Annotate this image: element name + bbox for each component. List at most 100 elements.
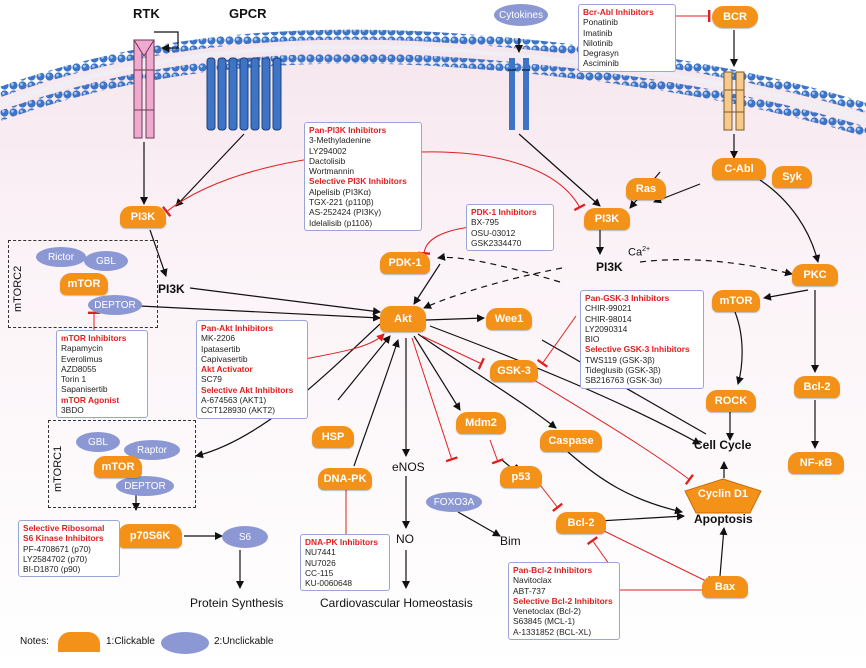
cabl-node[interactable]: C-Abl: [712, 158, 766, 180]
mdm2-node[interactable]: Mdm2: [456, 412, 506, 434]
pkc-node[interactable]: PKC: [792, 264, 838, 286]
bcl2-right-node[interactable]: Bcl-2: [794, 376, 840, 398]
pentagon-shape: [684, 478, 762, 514]
drug-item: Ipatasertib: [201, 343, 241, 354]
drug-item: Everolimus: [61, 353, 103, 364]
cytokine-receptor: [508, 38, 530, 130]
gsk3-node[interactable]: GSK-3: [490, 360, 538, 382]
box-subtitle: mTOR Agonist: [61, 394, 120, 405]
drug-item: KU-0060648: [305, 578, 353, 589]
drug-item: CHIR-99021: [585, 303, 632, 314]
legend-clickable: 1:Clickable: [106, 636, 155, 647]
box-title: DNA-PK Inhibitors: [305, 537, 379, 547]
gsk3-inhibitors-box[interactable]: Pan-GSK-3 Inhibitors CHIR-99021 CHIR-980…: [580, 290, 704, 389]
p53-node[interactable]: p53: [500, 466, 542, 488]
box-title: PDK-1 Inhibitors: [471, 207, 537, 217]
drug-item: Rapamycin: [61, 343, 103, 354]
drug-item: 3BDO: [61, 405, 84, 416]
drug-item: NU7441: [305, 547, 336, 558]
wee1-node[interactable]: Wee1: [486, 308, 532, 330]
drug-item: ABT-737: [513, 585, 546, 596]
drug-item: OSU-03012: [471, 227, 516, 238]
hsp-node[interactable]: HSP: [312, 426, 354, 448]
foxo3a-node: FOXO3A: [426, 492, 482, 512]
box-title: Selective Ribosomal S6 Kinase Inhibitors: [23, 523, 105, 544]
drug-item: GSK2334470: [471, 237, 522, 248]
cyclin-d1-node[interactable]: Cyclin D1: [684, 478, 762, 514]
mtorc2-label: mTORC2: [12, 265, 24, 312]
rtk-label: RTK: [133, 6, 160, 21]
gbl-node-c1: GBL: [76, 432, 120, 452]
drug-item: Capivasertib: [201, 353, 248, 364]
drug-item: Alpelisib (PI3Kα): [309, 186, 372, 197]
drug-item: AZD8055: [61, 363, 97, 374]
mtor-c2-node[interactable]: mTOR: [60, 273, 108, 295]
bcl2-inhibitors-box[interactable]: Pan-Bcl-2 Inhibitors Navitoclax ABT-737 …: [508, 562, 620, 641]
syk-node[interactable]: Syk: [772, 166, 812, 188]
s6k-inhibitors-box[interactable]: Selective Ribosomal S6 Kinase Inhibitors…: [18, 520, 120, 578]
bax-node[interactable]: Bax: [702, 576, 748, 598]
deptor-node-c2: DEPTOR: [88, 295, 142, 315]
rtk-receptor: [133, 31, 179, 139]
box-title: mTOR Inhibitors: [61, 333, 127, 343]
drug-item: NU7026: [305, 557, 336, 568]
pdk1-node[interactable]: PDK-1: [380, 252, 430, 274]
pi3k-left-node[interactable]: PI3K: [120, 206, 166, 228]
no-label: NO: [396, 532, 414, 546]
drug-item: Nilotinib: [583, 37, 613, 48]
drug-item: CC-115: [305, 567, 334, 578]
drug-item: TWS119 (GSK-3β): [585, 354, 655, 365]
bcr-abl-inhibitors-box[interactable]: Bcr-Abl Inhibitors Ponatinib Imatinib Ni…: [578, 4, 676, 72]
pi3k-mid-right-label: PI3K: [596, 260, 623, 274]
dnapk-inhibitors-box[interactable]: DNA-PK Inhibitors NU7441 NU7026 CC-115 K…: [300, 534, 390, 592]
rock-node[interactable]: ROCK: [706, 390, 756, 412]
pi3k-inhibitors-box[interactable]: Pan-PI3K Inhibitors 3-Methyladenine LY29…: [304, 122, 422, 231]
gbl-node-c2: GBL: [84, 251, 128, 271]
box-subtitle: Akt Activator: [201, 364, 253, 375]
ras-node[interactable]: Ras: [626, 178, 666, 200]
drug-item: Torin 1: [61, 374, 87, 385]
box-subtitle: Selective Bcl-2 Inhibitors: [513, 595, 613, 606]
akt-node[interactable]: Akt: [380, 306, 426, 332]
cell-cycle-label: Cell Cycle: [694, 438, 752, 452]
drug-item: Asciminib: [583, 58, 619, 69]
mtor-c1-node[interactable]: mTOR: [94, 456, 142, 478]
drug-item: CHIR-98014: [585, 313, 632, 324]
drug-item: TGX-221 (p110β): [309, 197, 374, 208]
bcr-node[interactable]: BCR: [712, 6, 758, 28]
mtor-inhibitors-box[interactable]: mTOR Inhibitors Rapamycin Everolimus AZD…: [56, 330, 148, 419]
enos-label: eNOS: [392, 460, 425, 474]
drug-item: SC79: [201, 374, 222, 385]
bcl2-mid-node[interactable]: Bcl-2: [556, 512, 606, 534]
drug-item: Wortmannin: [309, 166, 354, 177]
box-title: Pan-Akt Inhibitors: [201, 323, 274, 333]
akt-inhibitors-box[interactable]: Pan-Akt Inhibitors MK-2206 Ipatasertib C…: [196, 320, 308, 419]
box-title: Pan-PI3K Inhibitors: [309, 125, 387, 135]
cytokines-node: Cytokines: [494, 4, 548, 26]
drug-item: Idelalisib (p110δ): [309, 217, 373, 228]
drug-item: CCT128930 (AKT2): [201, 405, 276, 416]
calcium-text: Ca: [628, 246, 643, 259]
bcr-receptor: [723, 30, 745, 159]
drug-item: 3-Methyladenine: [309, 135, 371, 146]
raptor-node: Raptor: [124, 440, 180, 460]
calcium-label: Ca2+: [628, 246, 650, 259]
p70s6k-node[interactable]: p70S6K: [118, 524, 182, 548]
caspase-node[interactable]: Caspase: [540, 430, 602, 452]
pi3k-right-node[interactable]: PI3K: [584, 208, 630, 230]
drug-item: Navitoclax: [513, 575, 552, 586]
pdk1-inhibitors-box[interactable]: PDK-1 Inhibitors BX-795 OSU-03012 GSK233…: [466, 204, 554, 252]
nfkb-node[interactable]: NF-κB: [788, 452, 844, 474]
protein-synthesis-label: Protein Synthesis: [190, 596, 284, 610]
mtorc1-complex: [48, 420, 196, 508]
drug-item: LY2090314: [585, 323, 628, 334]
mtor-right-node[interactable]: mTOR: [712, 290, 760, 312]
drug-item: A-1331852 (BCL-XL): [513, 626, 592, 637]
drug-item: Imatinib: [583, 27, 613, 38]
box-subtitle: Selective PI3K Inhibitors: [309, 176, 407, 187]
dnapk-node[interactable]: DNA-PK: [318, 468, 372, 490]
drug-item: A-674563 (AKT1): [201, 395, 267, 406]
drug-item: Venetoclax (Bcl-2): [513, 606, 581, 617]
drug-item: Ponatinib: [583, 17, 618, 28]
